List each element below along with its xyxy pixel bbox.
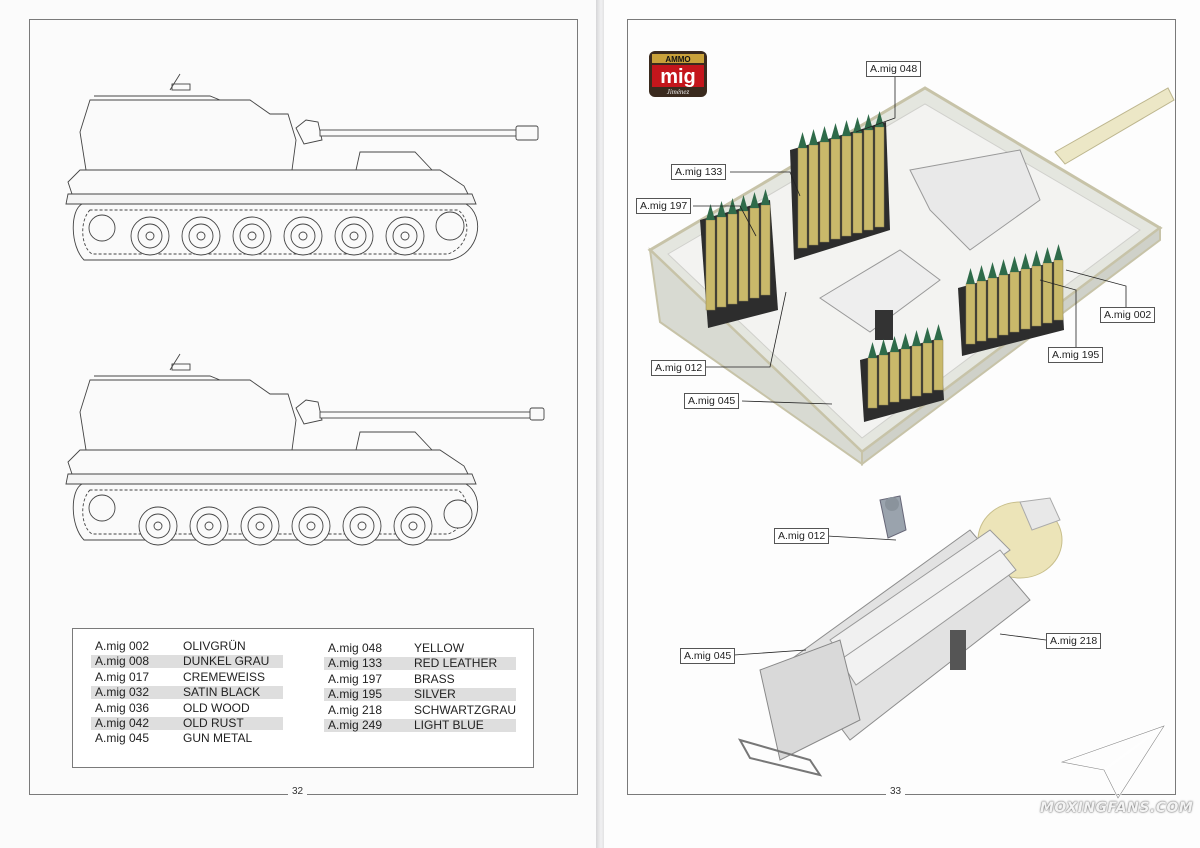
shell-tip: [853, 117, 862, 133]
paint-name: BRASS: [414, 671, 455, 686]
shell-tip: [809, 129, 818, 145]
callout-amig-197: A.mig 197: [636, 198, 692, 214]
paint-name: RED LEATHER: [414, 656, 498, 671]
shell-tip: [868, 342, 877, 358]
page-number-left: 32: [288, 786, 308, 797]
shell-tip: [831, 123, 840, 139]
paint-code: A.mig 133: [328, 656, 383, 671]
paint-code: A.mig 036: [95, 700, 150, 715]
callout-amig-218: A.mig 218: [1046, 633, 1102, 649]
callout-amig-045-upper: A.mig 045: [684, 393, 740, 409]
legend-row: A.mig 017 CREMEWEISS: [95, 670, 269, 685]
paint-name: GUN METAL: [183, 731, 253, 746]
legend-row: A.mig 036 OLD WOOD: [95, 701, 269, 716]
shell-tip: [1010, 256, 1019, 272]
tank-side-view-top: [65, 73, 539, 261]
paint-code: A.mig 017: [95, 669, 150, 684]
shell-tip: [988, 262, 997, 278]
shell-tip: [1054, 244, 1063, 260]
paint-name: SATIN BLACK: [183, 685, 261, 700]
legend-row: A.mig 008 DUNKEL GRAU: [90, 654, 284, 669]
paint-code: A.mig 197: [328, 671, 383, 686]
shell-tip: [761, 189, 770, 205]
paint-code: A.mig 002: [95, 639, 150, 653]
paint-name: CREMEWEISS: [183, 669, 266, 684]
shell-tip: [717, 201, 726, 217]
legend-row: A.mig 045 GUN METAL: [95, 731, 269, 746]
legend-row: A.mig 032 SATIN BLACK: [90, 685, 284, 700]
shell-tip: [977, 265, 986, 281]
logo-top-text: AMMO: [665, 55, 690, 64]
callout-amig-133: A.mig 133: [671, 164, 727, 180]
shell-tip: [912, 330, 921, 346]
paint-name: YELLOW: [414, 641, 465, 655]
callout-amig-045-lower: A.mig 045: [680, 648, 736, 664]
shell-tip: [923, 327, 932, 343]
paint-name: OLIVGRÜN: [183, 639, 246, 653]
legend-row: A.mig 218 SCHWARTZGRAU: [328, 703, 516, 718]
shell-tip: [1021, 253, 1030, 269]
paint-code: A.mig 042: [95, 715, 150, 730]
logo-sub-text: Jiménez: [667, 88, 690, 96]
paint-code: A.mig 045: [95, 731, 150, 746]
legend-row: A.mig 195 SILVER: [324, 687, 516, 702]
shell-tip: [706, 204, 715, 220]
gun-mount-render: [737, 495, 1063, 777]
legend-row: A.mig 197 BRASS: [328, 672, 516, 687]
legend-row: A.mig 133 RED LEATHER: [324, 656, 516, 671]
shell-tip: [901, 333, 910, 349]
legend-row: A.mig 249 LIGHT BLUE: [324, 717, 516, 733]
paint-code: A.mig 195: [328, 687, 383, 702]
shell-tip: [890, 336, 899, 352]
shell-tip: [864, 114, 873, 130]
book-gutter: [596, 0, 606, 848]
page-number-right: 33: [886, 786, 906, 797]
shell-tip: [750, 192, 759, 208]
paint-legend: A.mig 002 OLIVGRÜN A.mig 008 DUNKEL GRAU A…: [72, 628, 534, 768]
shell-tip: [1032, 250, 1041, 266]
shell-tip: [739, 195, 748, 211]
legend-row: A.mig 048 YELLOW: [328, 641, 516, 656]
paint-code: A.mig 048: [328, 641, 383, 655]
callout-amig-012-upper: A.mig 012: [651, 360, 707, 376]
paint-code: A.mig 008: [95, 654, 150, 669]
paint-code: A.mig 218: [328, 702, 383, 717]
legend-column-1: A.mig 002 OLIVGRÜN A.mig 008 DUNKEL GRAU A…: [90, 639, 284, 747]
tank-side-view-bottom: [65, 353, 545, 546]
watermark-text: MOXINGFANS.COM: [1040, 800, 1194, 816]
paint-name: SILVER: [414, 687, 456, 702]
paint-name: OLD WOOD: [183, 700, 250, 715]
callout-amig-195: A.mig 195: [1048, 347, 1104, 363]
paint-code: A.mig 249: [328, 717, 383, 732]
shell-tip: [1043, 247, 1052, 263]
shell-tip: [820, 126, 829, 142]
callout-amig-012-lower: A.mig 012: [774, 528, 830, 544]
callout-amig-048: A.mig 048: [866, 61, 922, 77]
paint-name: SCHWARTZGRAU: [414, 702, 516, 717]
shell-tip: [966, 268, 975, 284]
shell-tip: [879, 339, 888, 355]
legend-column-2: A.mig 048 YELLOW A.mig 133 RED LEATHER A.m…: [324, 641, 516, 733]
shell-tip: [798, 132, 807, 148]
logo-main-text: mig: [660, 66, 696, 88]
shell-tip: [842, 120, 851, 136]
shell-tip: [934, 324, 943, 340]
callout-amig-002: A.mig 002: [1100, 307, 1156, 323]
paint-name: LIGHT BLUE: [414, 717, 484, 732]
paint-code: A.mig 032: [95, 685, 150, 700]
fighting-compartment-render: [647, 86, 1175, 467]
paint-name: OLD RUST: [183, 715, 244, 730]
legend-row: A.mig 002 OLIVGRÜN: [95, 639, 269, 654]
shell-tip: [999, 259, 1008, 275]
paper-plane-watermark-icon: [1058, 724, 1167, 801]
ammo-mig-logo: AMMO mig Jiménez: [648, 47, 708, 99]
legend-row: A.mig 042 OLD RUST: [90, 715, 284, 731]
paint-name: DUNKEL GRAU: [183, 654, 270, 669]
